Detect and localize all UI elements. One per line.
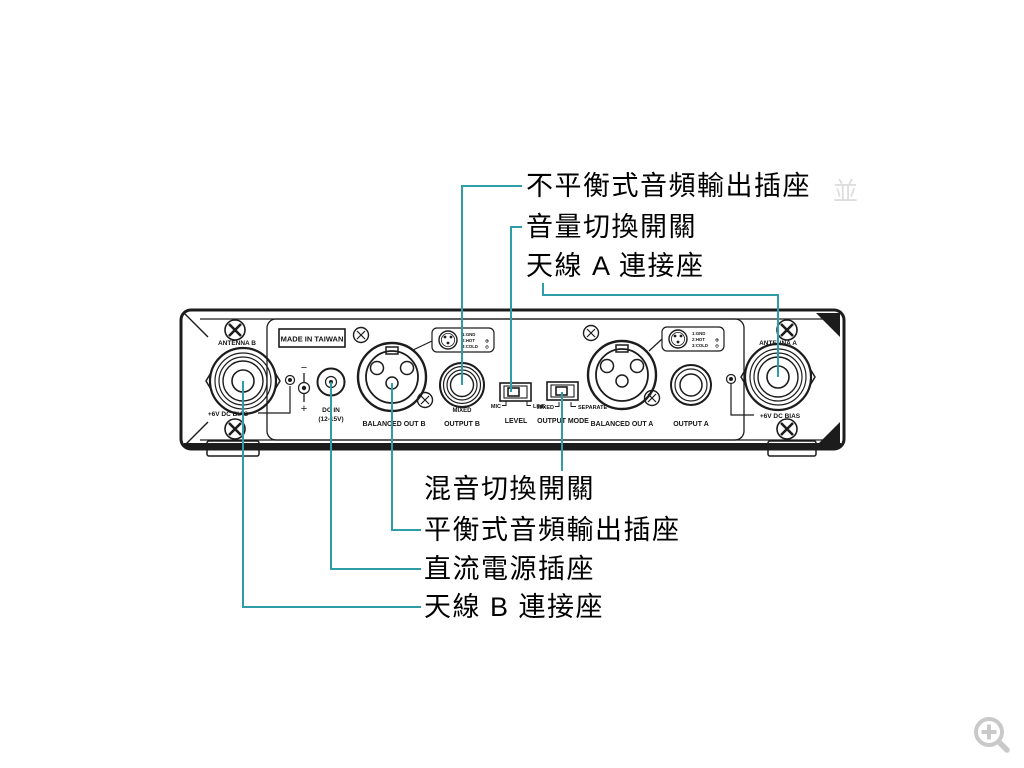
- legend-hot-symbol: ⊕: [485, 339, 489, 344]
- faint-print-artifact: 並: [833, 178, 859, 206]
- callout-unbalanced-output-label: 不平衡式音頻輸出插座: [526, 171, 811, 201]
- mixed-switch-label: MIXED: [537, 405, 554, 411]
- separate-label: SEPARATE: [578, 405, 607, 411]
- level-switch: MIC LINE LEVEL: [491, 382, 546, 425]
- leader-level-switch: [510, 226, 522, 392]
- line-label: LINE: [533, 404, 546, 410]
- zoom-in-icon[interactable]: [974, 717, 1010, 753]
- antenna-b-label: ANTENNA B: [218, 340, 256, 347]
- xlr-pinout-legend-a: 1:GND 2:HOT 3:COLD ⊕ ⊖: [661, 326, 725, 352]
- leader-dc-power: [330, 382, 421, 570]
- legend-pin2: 2:HOT: [692, 337, 705, 342]
- bevel-dark-top-right: [816, 313, 840, 337]
- callout-antenna-a-label: 天線 A 連接座: [526, 251, 705, 281]
- output-mode-label: OUTPUT MODE: [537, 418, 589, 425]
- made-in-taiwan-badge: MADE IN TAIWAN: [278, 328, 346, 348]
- dc-bias-right: +6V DC BIAS: [725, 373, 801, 420]
- dc-bias-left: +6V DC BIAS: [208, 374, 296, 418]
- leader-lines: [242, 185, 779, 608]
- leader-antenna-b: [242, 381, 421, 608]
- bevel-dark-bottom-right: [816, 422, 840, 446]
- legend-pin3: 3:COLD: [462, 344, 478, 349]
- xlr-balanced-out-a: BALANCED OUT A: [582, 324, 661, 428]
- callout-balanced-output-label: 平衡式音頻輸出插座: [424, 515, 681, 545]
- legend-pin1: 1:GND: [462, 332, 475, 337]
- dc-bias-left-label: +6V DC BIAS: [208, 411, 249, 418]
- leader-unbalanced-output: [461, 185, 522, 385]
- screw-icon: [776, 418, 798, 440]
- screw-icon: [224, 319, 246, 341]
- output-jack-a: OUTPUT A: [670, 364, 712, 428]
- callout-output-mode-label: 混音切換開關: [424, 474, 595, 504]
- dc-bias-right-label: +6V DC BIAS: [760, 413, 801, 420]
- made-in-taiwan-label: MADE IN TAIWAN: [281, 335, 344, 344]
- dc-polarity-icon: − +: [297, 362, 311, 415]
- legend-hot-symbol: ⊕: [715, 338, 719, 343]
- level-label: LEVEL: [505, 418, 528, 425]
- leader-balanced-output: [391, 383, 421, 531]
- screw-icon: [776, 319, 798, 341]
- legend-pin2: 2:HOT: [462, 338, 475, 343]
- legend-cold-symbol: ⊖: [485, 345, 489, 350]
- callout-antenna-b-label: 天線 B 連接座: [424, 592, 605, 622]
- callout-level-switch-label: 音量切換開關: [526, 212, 697, 242]
- balanced-out-b-label: BALANCED OUT B: [363, 421, 426, 428]
- polarity-plus: +: [301, 403, 307, 415]
- legend-pin3: 3:COLD: [692, 343, 708, 348]
- callout-dc-power-label: 直流電源插座: [424, 554, 595, 584]
- mic-label: MIC: [491, 404, 501, 410]
- chassis: [179, 308, 846, 457]
- legend-pin1: 1:GND: [692, 331, 705, 336]
- legend-cold-symbol: ⊖: [715, 344, 719, 349]
- output-a-label: OUTPUT A: [673, 421, 709, 428]
- polarity-minus: −: [301, 362, 307, 374]
- xlr-pinout-legend-b: 1:GND 2:HOT 3:COLD ⊕ ⊖: [431, 327, 495, 353]
- mixed-jack-label: MIXED: [452, 408, 472, 414]
- output-mode-switch: MIXED SEPARATE OUTPUT MODE: [537, 381, 607, 425]
- leader-antenna-a: [542, 283, 779, 377]
- screw-icon: [224, 418, 246, 440]
- output-b-label: OUTPUT B: [444, 421, 480, 428]
- balanced-out-a-label: BALANCED OUT A: [591, 421, 654, 428]
